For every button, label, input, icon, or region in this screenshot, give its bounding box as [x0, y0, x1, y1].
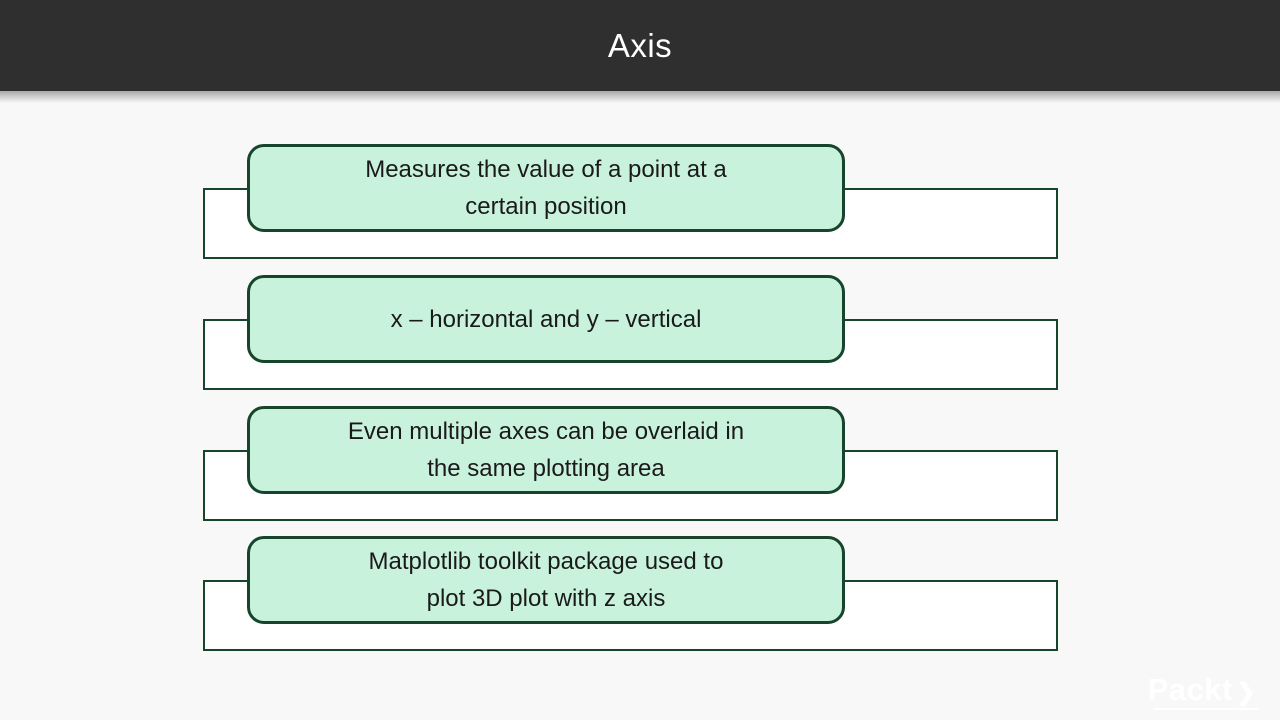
flow-row-4: Matplotlib toolkit package used to plot …: [0, 536, 1280, 652]
header-shadow: [0, 91, 1280, 103]
flow-row-1: Measures the value of a point at a certa…: [0, 144, 1280, 260]
packt-logo-text: Packt: [1147, 672, 1233, 707]
callout-box: x – horizontal and y – vertical: [247, 275, 845, 363]
callout-text: x – horizontal and y – vertical: [390, 305, 702, 333]
flow-row-2: x – horizontal and y – vertical: [0, 275, 1280, 391]
watermark-underline: [1154, 708, 1258, 710]
chevron-right-icon: ❯: [1235, 679, 1256, 706]
page-title: Axis: [607, 26, 673, 64]
flow-row-3: Even multiple axes can be overlaid in th…: [0, 406, 1280, 522]
packt-watermark: Packt ❯: [1148, 672, 1256, 708]
slide-header: Axis: [0, 0, 1280, 91]
callout-text: Matplotlib toolkit package used to plot …: [368, 548, 724, 612]
callout-box: Matplotlib toolkit package used to plot …: [247, 536, 845, 624]
callout-text: Even multiple axes can be overlaid in th…: [347, 418, 745, 482]
callout-text: Measures the value of a point at a certa…: [365, 156, 727, 220]
callout-box: Even multiple axes can be overlaid in th…: [247, 406, 845, 494]
callout-box: Measures the value of a point at a certa…: [247, 144, 845, 232]
